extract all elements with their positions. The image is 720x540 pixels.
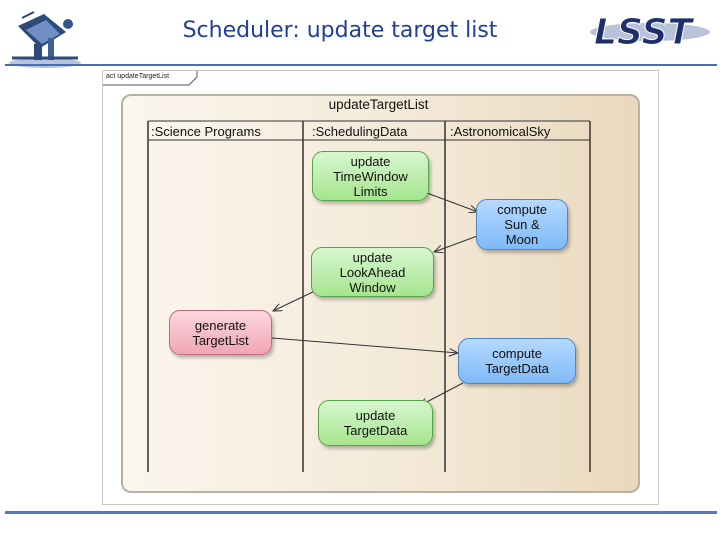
arrow-timewindow-to-sunmoon <box>426 192 478 212</box>
node-update-lookahead-window: update LookAhead Window <box>311 247 434 297</box>
lane-label-scheduling-data: :SchedulingData <box>312 124 408 139</box>
header-rule <box>5 64 717 66</box>
node-compute-targetdata: compute TargetData <box>458 338 576 384</box>
arrow-lookahead-to-generate <box>273 289 318 311</box>
diagram-title: updateTargetList <box>328 97 429 112</box>
node-generate-targetlist: generate TargetList <box>169 310 272 355</box>
arrow-sunmoon-to-lookahead <box>434 234 481 252</box>
arrow-generate-to-computetarget <box>271 337 458 353</box>
svg-text:LSST: LSST <box>594 12 695 53</box>
frame-label: act updateTargetList <box>106 73 170 80</box>
footer-rule <box>5 511 717 514</box>
node-update-timewindow-limits: update TimeWindow Limits <box>312 151 429 201</box>
node-update-targetdata: update TargetData <box>318 400 433 446</box>
slide-title: Scheduler: update target list <box>182 18 498 43</box>
lsst-logo-icon: LSST <box>590 12 710 54</box>
lane-label-science-programs: :Science Programs <box>151 124 261 139</box>
frame-tab-outline <box>103 71 198 86</box>
node-compute-sun-moon: compute Sun & Moon <box>476 199 568 250</box>
lane-label-astronomical-sky: :AstronomicalSky <box>450 124 551 139</box>
